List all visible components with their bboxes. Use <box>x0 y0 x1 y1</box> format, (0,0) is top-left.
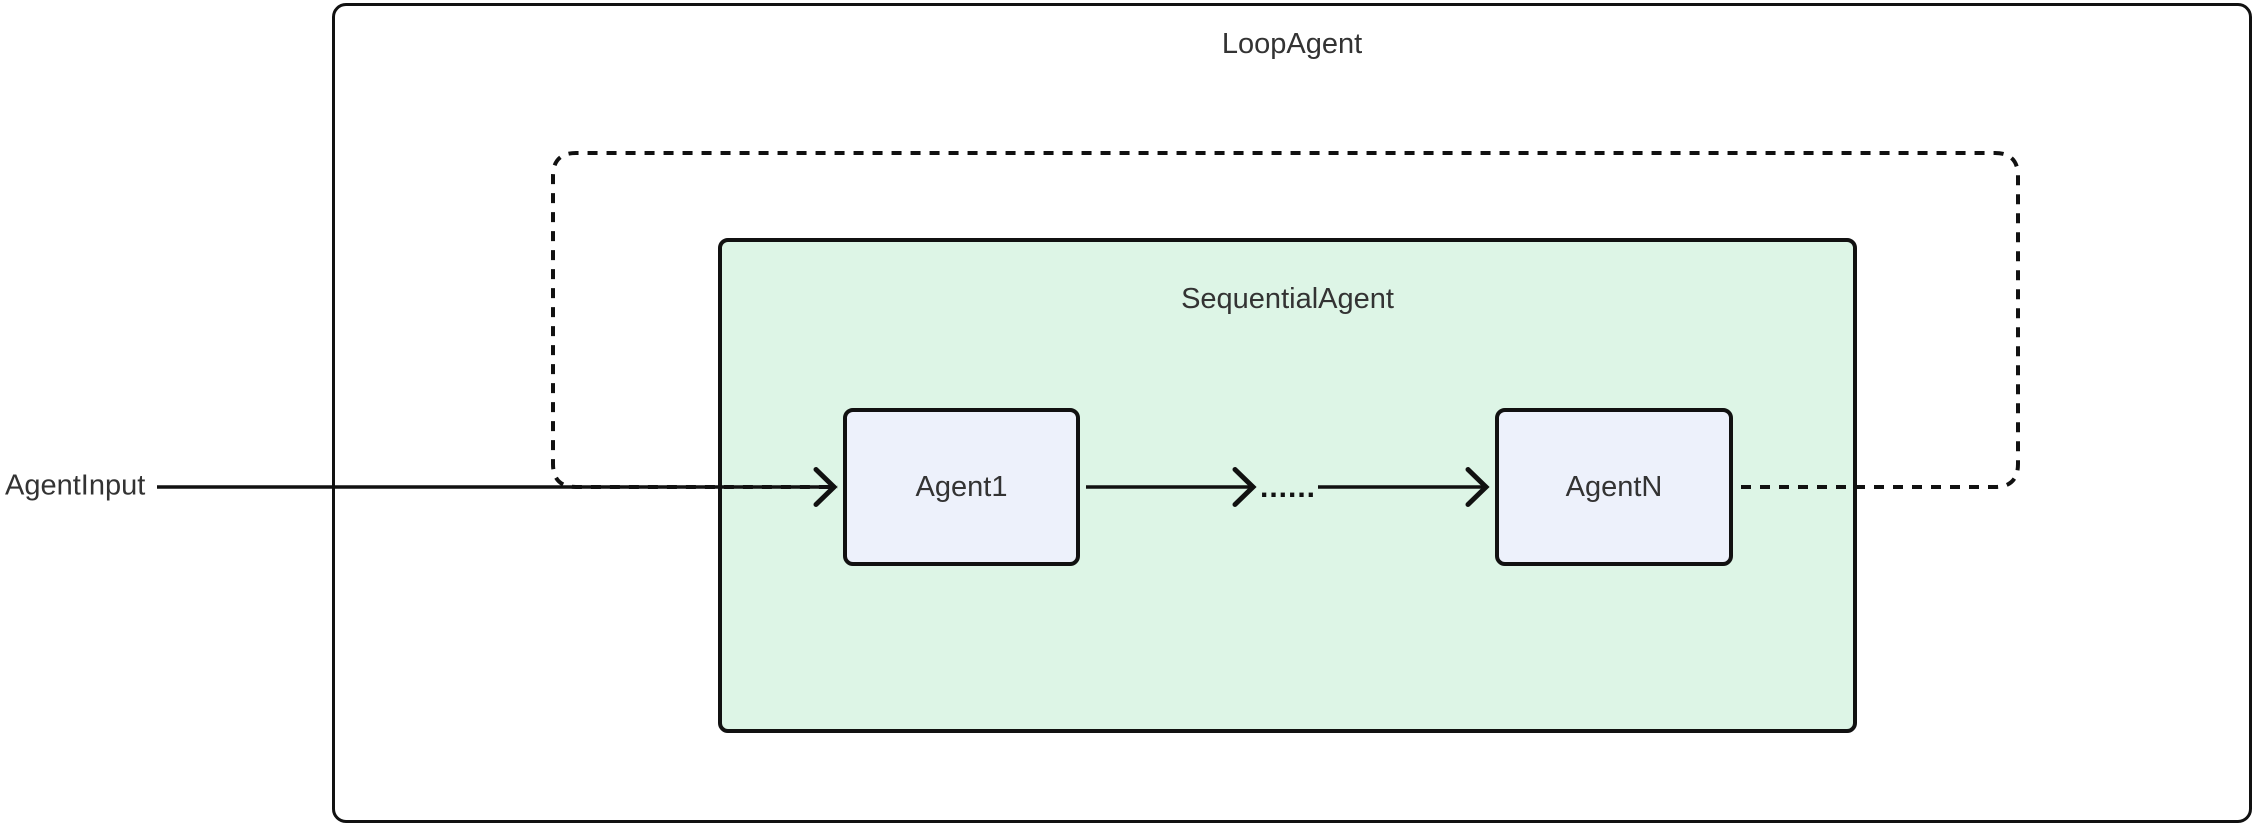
ellipsis-edge-label: ...... <box>1259 471 1316 504</box>
agentn-node: AgentN <box>1495 408 1733 566</box>
sequential-agent-label: SequentialAgent <box>1181 283 1394 315</box>
agent1-label: Agent1 <box>915 470 1008 503</box>
agent1-node: Agent1 <box>843 408 1080 566</box>
loop-agent-label: LoopAgent <box>1221 28 1363 60</box>
agent-input-label: AgentInput <box>5 469 146 502</box>
agentn-label: AgentN <box>1565 470 1663 503</box>
loop-back-dashed-edge <box>551 151 2020 489</box>
